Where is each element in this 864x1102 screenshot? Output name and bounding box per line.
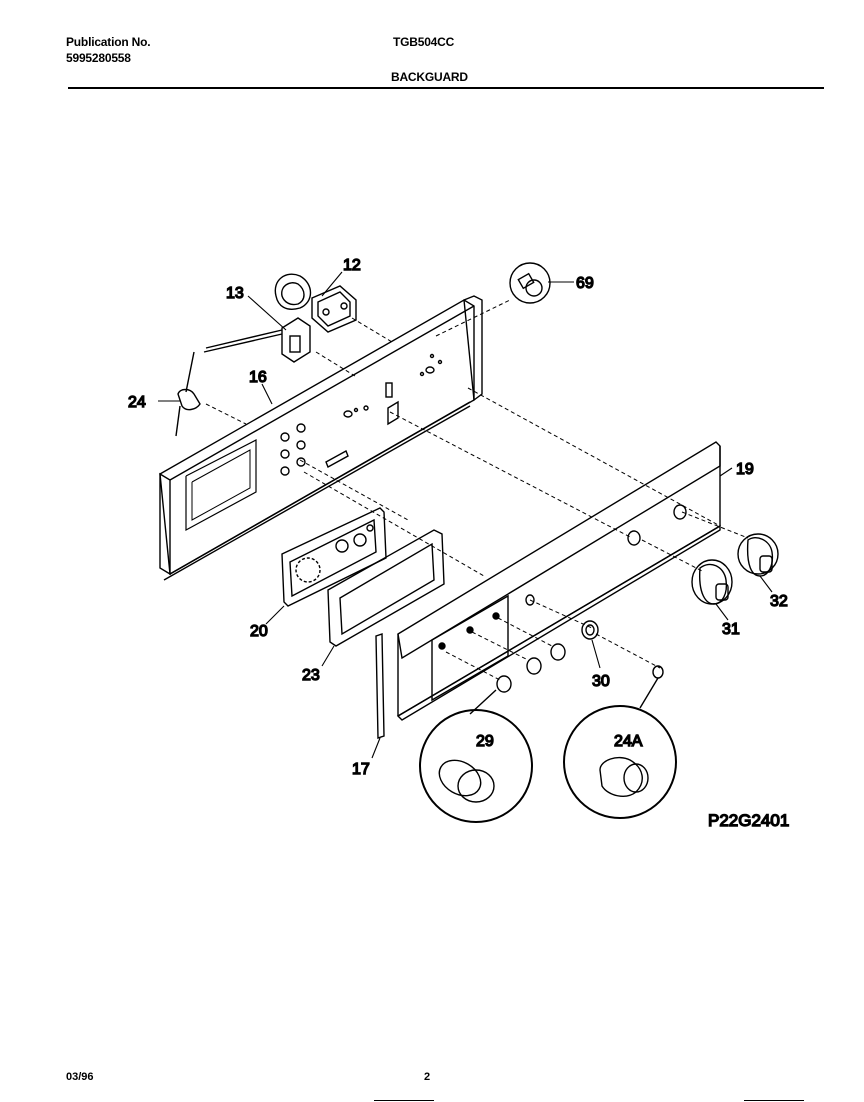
section-title: BACKGUARD [391, 70, 468, 84]
part-17-trim-strip [375, 633, 385, 739]
callout-20: 20 [250, 623, 268, 640]
callout-69: 69 [576, 275, 594, 292]
part-29-small-knobs [496, 643, 566, 693]
part-30-grommet [581, 620, 599, 640]
part-24a-lamp [652, 665, 664, 679]
bottom-mark-left [374, 1100, 434, 1101]
detail-circle-29 [419, 689, 533, 823]
part-20-clock [281, 507, 387, 607]
drawing-number: P22G2401 [708, 811, 789, 830]
callout-24: 24 [128, 394, 146, 411]
part-69-screw [509, 262, 551, 304]
part-16-backguard-bracket [159, 295, 483, 581]
callout-13: 13 [226, 285, 244, 302]
callout-19: 19 [736, 461, 754, 478]
callout-31: 31 [722, 621, 740, 638]
callout-32: 32 [770, 593, 788, 610]
publication-label: Publication No. [66, 35, 151, 49]
callout-23: 23 [302, 667, 320, 684]
bottom-mark-right [744, 1100, 804, 1101]
callout-30: 30 [592, 673, 610, 690]
callout-12: 12 [343, 257, 361, 274]
footer-date: 03/96 [66, 1071, 94, 1083]
callout-17: 17 [352, 761, 370, 778]
part-24-lamp-socket [175, 351, 201, 437]
publication-number: 5995280558 [66, 51, 131, 65]
detail-circle-24a [563, 677, 677, 819]
callout-29: 29 [476, 733, 494, 750]
part-23-window-frame [327, 529, 445, 647]
header-rule [68, 87, 824, 89]
part-19-control-panel [396, 441, 721, 721]
part-31-knob [691, 559, 733, 605]
callout-24a: 24A [614, 733, 643, 750]
model-number: TGB504CC [393, 35, 455, 49]
callout-16: 16 [249, 369, 267, 386]
part-13-thermostat [203, 317, 311, 363]
footer-page-number: 2 [424, 1071, 431, 1083]
part-12-switch [274, 273, 357, 333]
leader-lines [158, 271, 773, 759]
part-32-knob [737, 533, 779, 577]
